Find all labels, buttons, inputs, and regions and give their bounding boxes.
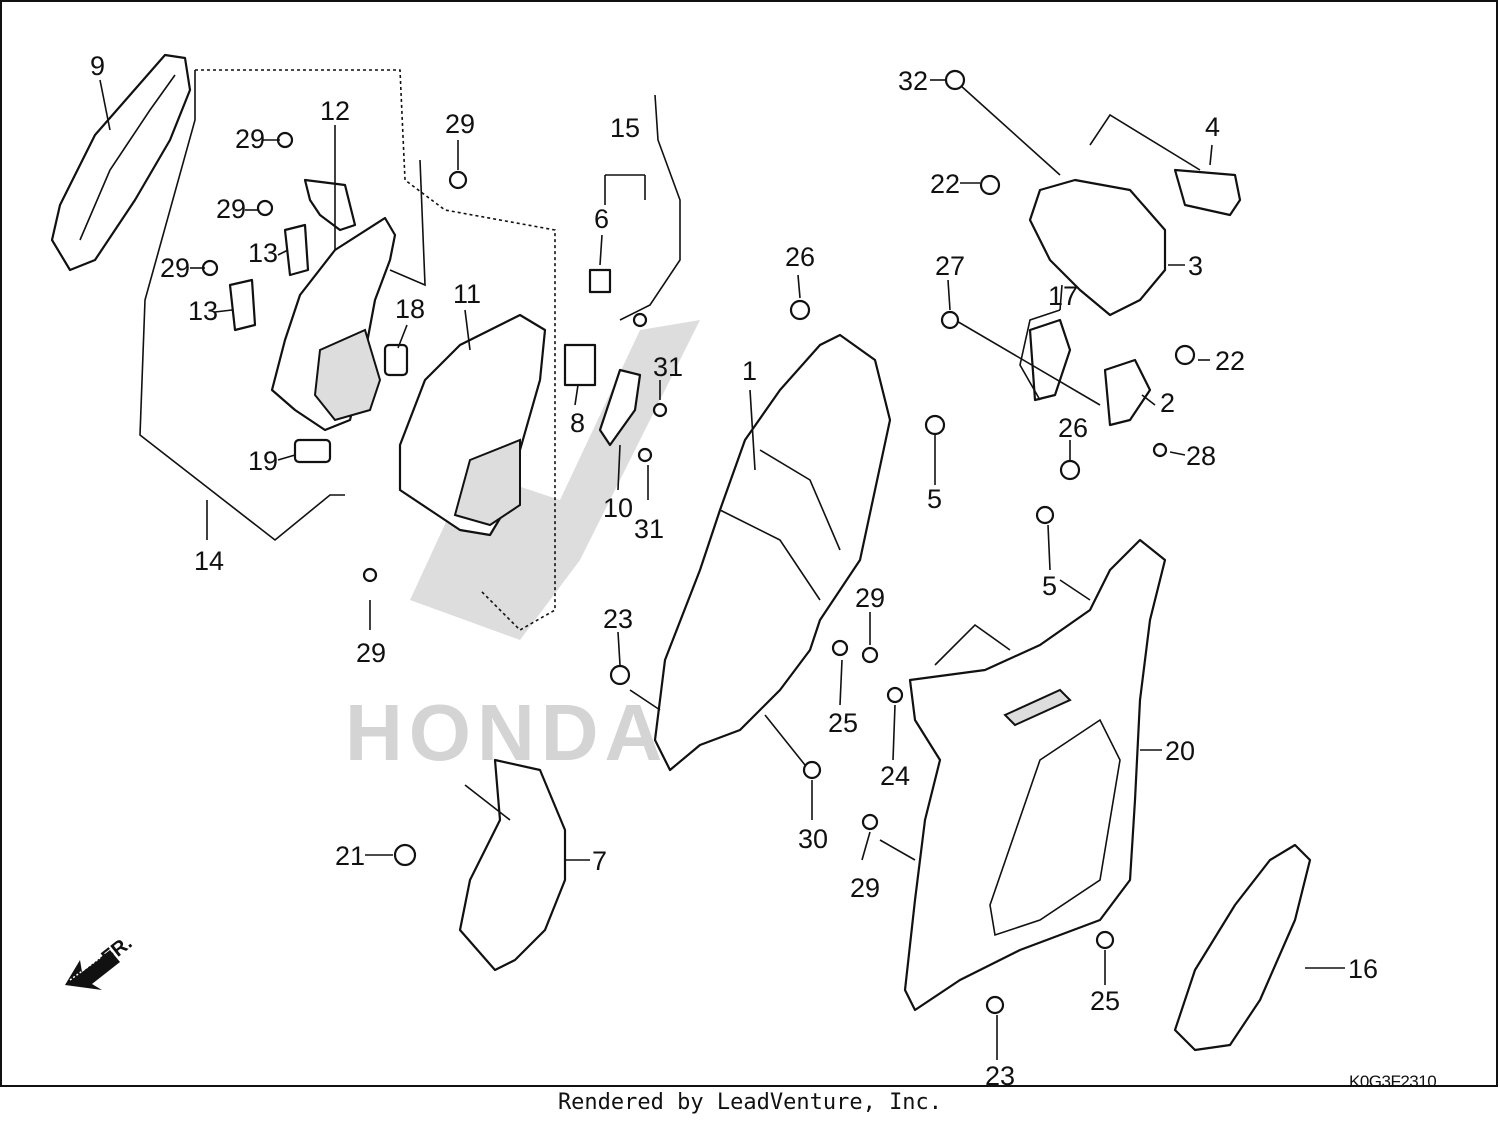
callout-label: 27 [935, 251, 965, 281]
callout-label: 30 [798, 824, 828, 854]
callout-label: 13 [248, 238, 278, 268]
callout-label: 29 [445, 109, 475, 139]
callout-label: 10 [603, 493, 633, 523]
callout-label: 7 [592, 846, 607, 876]
callout-label: 8 [570, 408, 585, 438]
part-19 [293, 438, 332, 464]
callout-label: 6 [594, 204, 609, 234]
footer-text: Rendered by LeadVenture, Inc. [557, 1090, 943, 1115]
callout-label: 18 [395, 294, 425, 324]
part-8 [563, 343, 597, 387]
callout-label: 25 [1090, 986, 1120, 1016]
callout-label: 14 [194, 546, 224, 576]
callout-label: 25 [828, 708, 858, 738]
callout-label: 3 [1188, 251, 1203, 281]
callout-label: 29 [235, 124, 265, 154]
callout-label: 20 [1165, 736, 1195, 766]
diagram-code: K0G3F2310 [1349, 1072, 1437, 1091]
callout-label: 31 [653, 352, 683, 382]
callout-label: 22 [1215, 346, 1245, 376]
part-18 [383, 343, 409, 377]
part-17-bracket [1028, 318, 1072, 402]
part-10 [598, 368, 642, 447]
part-14-housing [270, 216, 397, 432]
callout-label: 11 [453, 279, 481, 309]
callout-label: 13 [188, 296, 218, 326]
part-7-lower-cover [458, 758, 567, 972]
callout-label: 28 [1186, 441, 1216, 471]
callout-label: 23 [603, 604, 633, 634]
callout-label: 32 [898, 66, 928, 96]
callout-label: 21 [335, 841, 365, 871]
callout-label: 22 [930, 169, 960, 199]
callout-label: 23 [985, 1061, 1015, 1091]
callout-label: 15 [610, 113, 640, 143]
fasteners [201, 69, 1196, 1015]
callout-label: 9 [90, 51, 105, 81]
callout-label: 24 [880, 761, 910, 791]
part-3-housing [1028, 178, 1167, 317]
part-4-lens [1173, 168, 1242, 217]
callout-label: 29 [356, 638, 386, 668]
callout-label: 26 [1058, 413, 1088, 443]
callout-label: 29 [855, 583, 885, 613]
leader-lines [99, 79, 1345, 1060]
part-13-clip-a [283, 223, 310, 277]
callout-label: 2 [1160, 388, 1175, 418]
callout-labels: 1 2 3 4 5 5 6 7 8 9 10 11 12 13 13 14 15… [90, 51, 1378, 1091]
part-2-bracket [1103, 358, 1152, 427]
callout-label: 5 [1042, 571, 1057, 601]
front-direction-arrow: FR. [65, 932, 136, 990]
callout-label: 31 [634, 514, 664, 544]
callout-label: 16 [1348, 954, 1378, 984]
callout-label: 1 [742, 356, 757, 386]
part-16-panel [1173, 843, 1312, 1052]
callout-label: 19 [248, 446, 278, 476]
part-12-bracket [303, 178, 357, 232]
part-9-cover [50, 53, 192, 272]
part-13-clip-b [228, 278, 257, 332]
part-6 [588, 268, 612, 294]
callout-label: 29 [850, 873, 880, 903]
callout-label: 17 [1048, 281, 1078, 311]
callout-label: 12 [320, 96, 350, 126]
callout-label: 5 [927, 484, 942, 514]
callout-label: 26 [785, 242, 815, 272]
part-15-cable [619, 94, 681, 321]
callout-label: 29 [216, 194, 246, 224]
callout-label: 29 [160, 253, 190, 283]
callout-label: 4 [1205, 112, 1220, 142]
part-1-frame [653, 333, 892, 772]
